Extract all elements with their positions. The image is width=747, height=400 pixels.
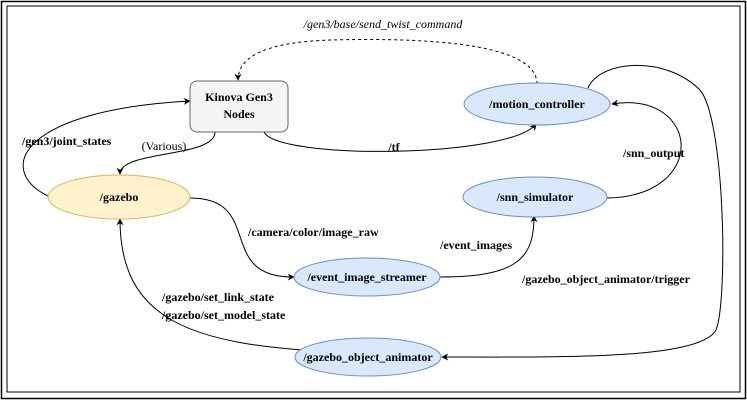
node-kinova-gen3: Kinova Gen3 Nodes — [189, 80, 289, 133]
edge-joint-states — [22, 97, 191, 197]
node-motion-controller: /motion_controller — [463, 82, 611, 126]
kinova-label-line1: Kinova Gen3 — [205, 90, 273, 104]
label-set-model-state: /gazebo/set_model_state — [161, 308, 286, 322]
node-snn-simulator: /snn_simulator — [462, 176, 608, 218]
node-event-image-streamer: /event_image_streamer — [293, 257, 441, 297]
label-tf: /tf — [387, 140, 400, 154]
label-snn-output: /snn_output — [622, 146, 684, 160]
label-set-link-state: /gazebo/set_link_state — [161, 290, 275, 304]
label-camera-image-raw: /camera/color/image_raw — [247, 225, 379, 239]
label-various: (Various) — [142, 139, 187, 153]
snn-simulator-label: /snn_simulator — [496, 190, 574, 204]
kinova-label-line2: Nodes — [223, 107, 255, 121]
edge-set-link-model-state — [116, 218, 335, 353]
edge-animator-trigger — [441, 64, 724, 361]
gazebo-label: /gazebo — [99, 190, 139, 204]
motion-controller-label: /motion_controller — [488, 97, 585, 111]
edge-various — [116, 131, 216, 175]
gazebo-object-animator-label: /gazebo_object_animator — [302, 350, 433, 364]
edge-event-images — [439, 215, 538, 278]
edge-send-twist-command — [234, 39, 538, 85]
event-image-streamer-label: /event_image_streamer — [306, 270, 427, 284]
node-gazebo-object-animator: /gazebo_object_animator — [294, 337, 442, 377]
edge-snn-output — [606, 99, 682, 199]
edge-camera-image-raw — [189, 197, 295, 281]
node-gazebo: /gazebo — [47, 174, 191, 220]
label-send-twist-command: /gen3/base/send_twist_command — [303, 17, 464, 31]
edge-tf — [263, 123, 537, 152]
label-event-images: /event_images — [439, 238, 512, 252]
inner-frame — [6, 5, 741, 393]
label-animator-trigger: /gazebo_object_animator/trigger — [521, 272, 691, 286]
label-joint-states: /gen3/joint_states — [21, 134, 112, 148]
